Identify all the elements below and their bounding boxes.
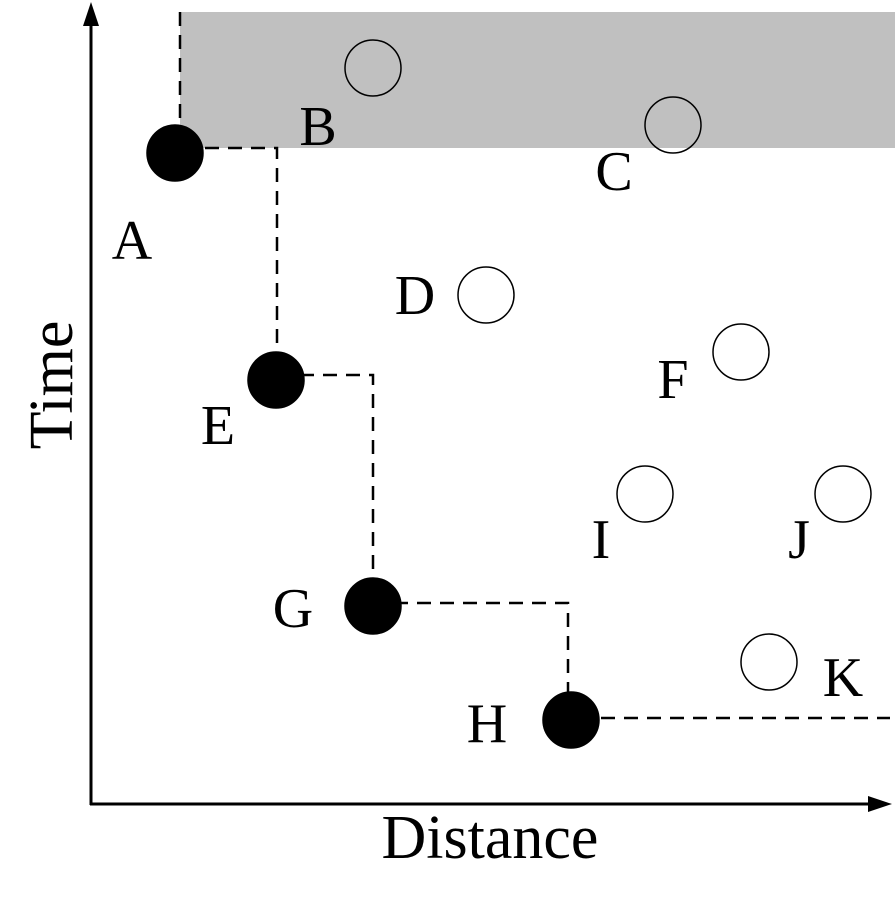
point-c-marker	[644, 96, 702, 154]
point-j-marker	[814, 465, 872, 523]
point-g-marker	[344, 577, 402, 635]
y-axis-label: Time	[18, 321, 86, 450]
x-axis-arrow	[868, 796, 892, 812]
point-i-marker	[616, 465, 674, 523]
front-line	[178, 12, 890, 720]
dominated-region	[180, 12, 895, 148]
point-g-label: G	[273, 578, 313, 640]
point-f-marker	[712, 323, 770, 381]
point-k-label: K	[823, 647, 863, 709]
point-b-marker	[344, 39, 402, 97]
point-e-marker	[247, 351, 305, 409]
point-e-label: E	[201, 395, 235, 457]
x-axis-label: Distance	[382, 804, 599, 872]
point-a-marker	[146, 124, 204, 182]
y-axis-arrow	[83, 2, 99, 26]
point-b-label: B	[299, 96, 336, 158]
point-a-label: A	[112, 210, 153, 272]
point-h-marker	[542, 691, 600, 749]
point-k-marker	[740, 633, 798, 691]
point-d-marker	[457, 266, 515, 324]
point-f-label: F	[657, 349, 688, 411]
point-d-label: D	[395, 265, 435, 327]
point-i-label: I	[592, 509, 611, 571]
point-j-label: J	[788, 509, 810, 571]
point-c-label: C	[595, 141, 632, 203]
point-h-label: H	[467, 693, 507, 755]
